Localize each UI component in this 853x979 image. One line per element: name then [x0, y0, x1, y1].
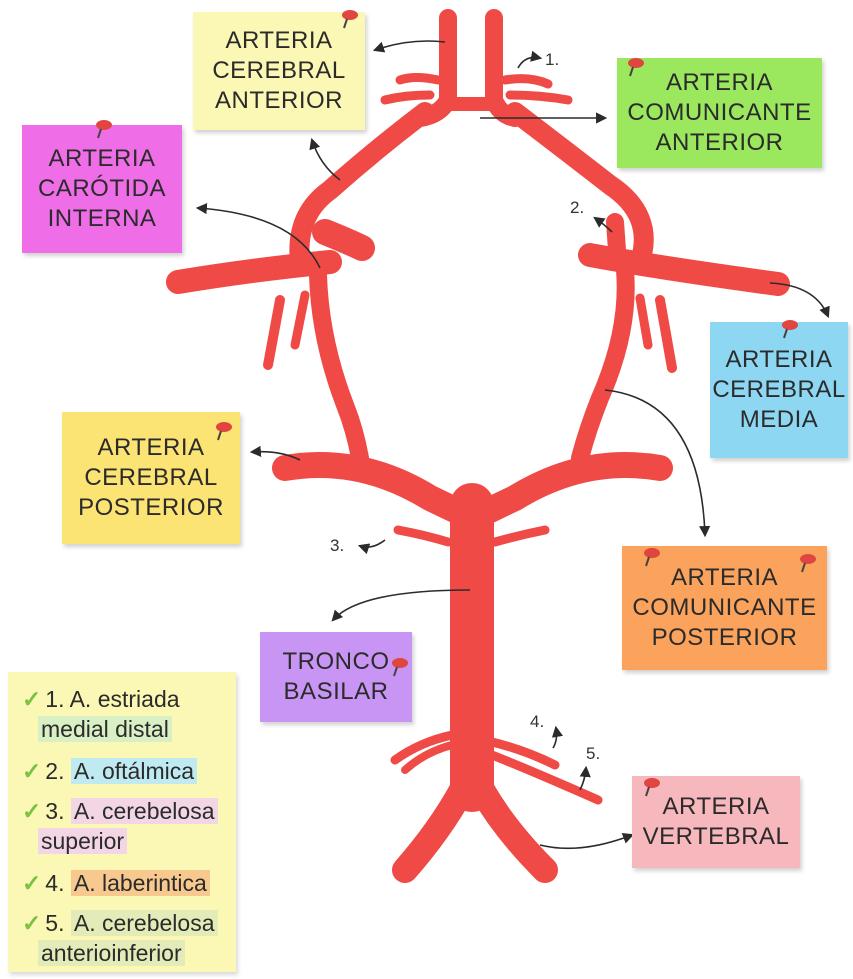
pushpin-icon — [640, 776, 662, 798]
label-line: ANTERIOR — [215, 86, 343, 116]
anterior-branch-left-2 — [385, 95, 430, 100]
legend-panel: ✓1. A. estriada medial distal ✓2. A. oft… — [8, 672, 236, 972]
legend-item-5: ✓5. A. cerebelosa anterioinferior — [22, 908, 218, 968]
anterior-branch-right-1 — [505, 79, 548, 84]
carotid-left — [325, 232, 362, 248]
arrow-vertebral — [540, 835, 632, 848]
mc-branch-left-1 — [268, 300, 280, 365]
arrow-5 — [580, 768, 586, 790]
branch-number-5: 5. — [586, 744, 600, 764]
legend-text: A. cerebelosa — [71, 798, 218, 824]
check-icon: ✓ — [22, 758, 41, 784]
check-icon: ✓ — [22, 798, 41, 824]
anterior-branch-right-2 — [510, 95, 568, 100]
legend-text-line2: anterioinferior — [38, 940, 185, 966]
label-line: CEREBRAL — [212, 56, 345, 86]
label-line: POSTERIOR — [652, 623, 798, 653]
legend-number: 5. — [45, 910, 64, 936]
mc-branch-right-2 — [640, 298, 648, 345]
legend-text: A. cerebelosa — [71, 910, 218, 936]
label-line: ARTERIA — [48, 144, 155, 174]
posterior-communicating-left — [318, 275, 360, 458]
branch-number-4: 4. — [530, 712, 544, 732]
superior-cerebellar-left — [398, 530, 448, 542]
check-icon: ✓ — [22, 870, 41, 896]
pushpin-icon — [92, 118, 114, 140]
legend-text: A. oftálmica — [71, 758, 197, 784]
label-line: COMUNICANTE — [627, 98, 811, 128]
label-line: ARTERIA — [662, 792, 769, 822]
legend-text-line2: medial distal — [38, 716, 172, 742]
label-line: ARTERIA — [666, 68, 773, 98]
check-icon: ✓ — [22, 686, 41, 712]
mc-branch-left-2 — [295, 295, 305, 345]
label-line: CEREBRAL — [712, 375, 845, 405]
label-line: MEDIA — [740, 405, 819, 435]
label-line: COMUNICANTE — [632, 593, 816, 623]
pushpin-icon — [388, 656, 410, 678]
label-line: ARTERIA — [225, 26, 332, 56]
arrow-4 — [553, 728, 557, 748]
label-arteria-comunicante-anterior: ARTERIA COMUNICANTE ANTERIOR — [617, 58, 822, 168]
legend-item-1: ✓1. A. estriada medial distal — [22, 684, 180, 744]
branch-number-1: 1. — [545, 50, 559, 70]
posterior-cerebral-left — [285, 465, 455, 510]
arrow-anterior — [375, 41, 445, 50]
pushpin-icon — [338, 8, 360, 30]
legend-text-line2: superior — [38, 828, 127, 854]
pushpin-icon — [624, 56, 646, 78]
label-line: POSTERIOR — [78, 493, 224, 523]
middle-cerebral-left — [178, 262, 330, 282]
pushpin-icon — [212, 420, 234, 442]
branch-number-2: 2. — [570, 198, 584, 218]
vertebral-left — [405, 790, 462, 870]
anterior-branch-left-1 — [400, 78, 438, 81]
arrow-basilar — [333, 590, 470, 620]
label-line: TRONCO — [283, 647, 390, 677]
label-line: CARÓTIDA — [38, 174, 166, 204]
legend-number: 3. — [45, 798, 64, 824]
arrow-3 — [360, 540, 385, 547]
branch-number-3: 3. — [330, 536, 344, 556]
label-line: VERTEBRAL — [643, 822, 790, 852]
posterior-communicating-right — [580, 270, 626, 458]
pushpin-icon — [796, 552, 818, 574]
carotid-right — [615, 222, 617, 250]
legend-text: A. laberintica — [71, 870, 210, 896]
legend-item-3: ✓3. A. cerebelosa superior — [22, 796, 218, 856]
legend-number: 4. — [45, 870, 64, 896]
label-line: ARTERIA — [97, 433, 204, 463]
pushpin-icon — [778, 318, 800, 340]
legend-number: 1. — [45, 686, 64, 712]
pushpin-icon — [640, 546, 662, 568]
legend-text: A. estriada — [70, 686, 180, 712]
legend-item-2: ✓2. A. oftálmica — [22, 756, 197, 786]
legend-item-4: ✓4. A. laberintica — [22, 868, 210, 898]
superior-cerebellar-right — [495, 530, 545, 542]
arrow-1 — [518, 57, 540, 68]
posterior-cerebral-right — [490, 465, 660, 510]
mc-branch-right-1 — [660, 300, 672, 368]
label-arteria-carotida-interna: ARTERIA CARÓTIDA INTERNA — [22, 125, 182, 253]
label-line: ARTERIA — [671, 563, 778, 593]
check-icon: ✓ — [22, 910, 41, 936]
label-line: ARTERIA — [725, 345, 832, 375]
label-line: INTERNA — [48, 204, 157, 234]
label-line: BASILAR — [284, 677, 389, 707]
legend-number: 2. — [45, 758, 64, 784]
label-line: CEREBRAL — [84, 463, 217, 493]
label-line: ANTERIOR — [655, 128, 783, 158]
vertebral-right — [482, 790, 545, 870]
label-arteria-cerebral-media: ARTERIA CEREBRAL MEDIA — [710, 322, 848, 458]
